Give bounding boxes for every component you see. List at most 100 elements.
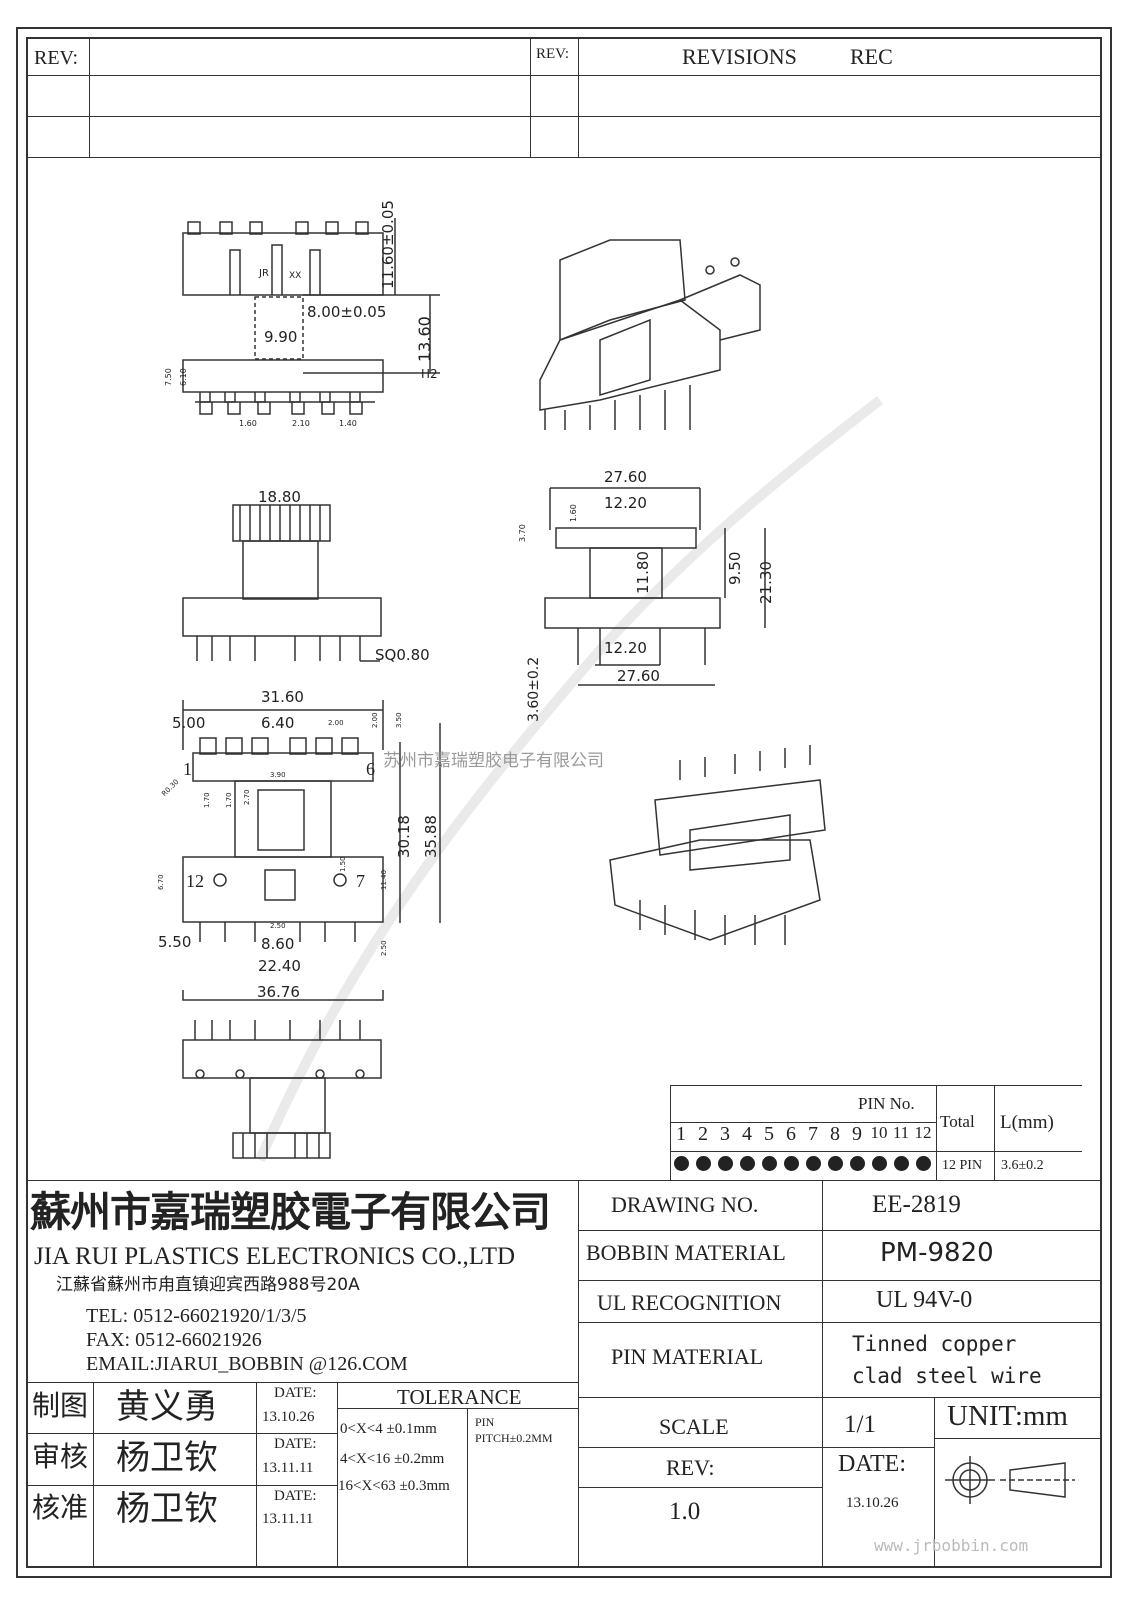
dim-g: 8.00±0.05 [307, 303, 387, 321]
top-view-drawing [182, 218, 440, 415]
company-address: 江蘇省蘇州市甪直镇迎宾西路988号20A [56, 1275, 360, 1295]
plan-view-drawing [182, 700, 441, 1001]
pin-label-7: 7 [356, 871, 365, 891]
dim-s11: 2.50 [270, 922, 286, 930]
pin-material-line1: Tinned copper [852, 1332, 1017, 1356]
pin-dot-row [670, 1156, 936, 1176]
pin-dot [915, 1156, 931, 1171]
unit-label: UNIT:mm [947, 1400, 1068, 1432]
drawing-frame-inner [26, 37, 1102, 1568]
watermark-text: 苏州市嘉瑞塑胶电子有限公司 [383, 751, 604, 771]
role-approved: 核准 [32, 1491, 89, 1524]
date-label: DATE: [838, 1451, 906, 1477]
pin-no-label: PIN No. [858, 1094, 915, 1113]
date-approved: 13.11.11 [262, 1511, 314, 1527]
role-drawn: 制图 [32, 1389, 89, 1422]
dim-p2: 2.10 [292, 419, 310, 428]
dim-e2: 8.60 [261, 935, 295, 953]
pin-number: 10 [870, 1123, 888, 1142]
pin-dot [673, 1156, 689, 1171]
watermark-seal [255, 396, 884, 1162]
company-name-en: JIA RUI PLASTICS ELECTRONICS CO.,LTD [34, 1243, 516, 1270]
dim-s1: 2.00 [328, 719, 344, 727]
pin-dot [783, 1156, 799, 1171]
rev-value: 1.0 [669, 1498, 701, 1525]
front-view-drawing [182, 504, 382, 662]
rec-label: REC [850, 44, 893, 69]
dim-p: 36.76 [257, 983, 300, 1001]
tolerance-title: TOLERANCE [397, 1385, 522, 1409]
dim-22-40: 22.40 [258, 957, 301, 975]
dim-bottom1: 12.20 [604, 639, 647, 657]
name-drawn: 黄义勇 [116, 1387, 218, 1427]
side-view-drawing [544, 487, 766, 686]
pin-number: 7 [808, 1123, 818, 1145]
dim-g2: 9.90 [264, 328, 298, 346]
bobbin-material-label: BOBBIN MATERIAL [586, 1240, 786, 1265]
pin-number: 11 [892, 1123, 910, 1142]
company-name-cn: 蘇州市嘉瑞塑胶電子有限公司 [30, 1188, 551, 1236]
tolerance-pin-pitch: PITCH±0.2MM [475, 1431, 553, 1445]
scale-label: SCALE [659, 1414, 729, 1439]
drawing-frame-outer [16, 27, 1112, 1578]
dim-a: 27.60 [617, 667, 660, 685]
tolerance-pin-label: PIN [475, 1415, 495, 1429]
date-label-drawn: DATE: [274, 1385, 317, 1401]
pin-label-1: 1 [183, 759, 192, 779]
company-email: EMAIL:JIARUI_BOBBIN @126.COM [86, 1353, 408, 1375]
pin-number: 8 [830, 1123, 840, 1145]
pin-number: 5 [764, 1123, 774, 1145]
date-drawn: 13.10.26 [262, 1409, 315, 1425]
name-checked: 杨卫钦 [116, 1438, 218, 1478]
rev-label-right: REV: [536, 46, 570, 62]
pin-dot [849, 1156, 865, 1171]
pin-material-line2: clad steel wire [852, 1364, 1042, 1388]
pin-number-row: 1 2 3 4 5 6 7 8 9 10 11 12 [670, 1124, 936, 1144]
pin-dot [739, 1156, 755, 1171]
length-label: L(mm) [1000, 1112, 1054, 1133]
dim-j: 27.60 [604, 468, 647, 486]
iso-view-top [539, 239, 761, 430]
ul-recognition-label: UL RECOGNITION [597, 1290, 782, 1315]
total-label: Total [940, 1112, 975, 1131]
dim-sq: SQ0.80 [375, 646, 430, 664]
date-value: 13.10.26 [846, 1495, 899, 1511]
drawing-no: EE-2819 [872, 1191, 961, 1218]
dim-i: 18.80 [258, 488, 301, 506]
iso-view-bottom [609, 745, 826, 945]
pin-number: 12 [914, 1123, 932, 1142]
ul-recognition-value: UL 94V-0 [876, 1287, 973, 1313]
pin-number: 9 [852, 1123, 862, 1145]
pin-dot [893, 1156, 909, 1171]
revisions-label: REVISIONS [682, 44, 797, 69]
pin-material-label: PIN MATERIAL [611, 1344, 764, 1369]
dim-b: 5.00 [172, 714, 206, 732]
name-approved: 杨卫钦 [116, 1489, 218, 1529]
pin-dot [695, 1156, 711, 1171]
company-fax: FAX: 0512-66021926 [86, 1329, 262, 1351]
dim-p1: 1.60 [239, 419, 257, 428]
pin-dot [805, 1156, 821, 1171]
dim-m: 31.60 [261, 688, 304, 706]
dim-p3: 1.40 [339, 419, 357, 428]
dim-h2: H2 [421, 367, 438, 381]
pin-dot [827, 1156, 843, 1171]
length-value: 3.6±0.2 [1001, 1158, 1044, 1173]
company-tel: TEL: 0512-66021920/1/3/5 [86, 1305, 307, 1327]
tolerance-row: 16<X<63 ±0.3mm [338, 1478, 450, 1494]
scale-value: 1/1 [844, 1411, 876, 1438]
dim-s7: 3.90 [270, 771, 286, 779]
pin-label-6: 6 [366, 759, 375, 779]
pin-number: 3 [720, 1123, 730, 1145]
pin-number: 6 [786, 1123, 796, 1145]
total-value: 12 PIN [942, 1158, 983, 1173]
pin-number: 1 [676, 1123, 686, 1145]
website-watermark: www.jrbobbin.com [874, 1536, 1029, 1555]
chip-text-xx: XX [289, 271, 302, 281]
pin-number: 4 [742, 1123, 752, 1145]
bobbin-material: PM-9820 [880, 1238, 994, 1268]
pin-number: 2 [698, 1123, 708, 1145]
dim-k: 12.20 [604, 494, 647, 512]
